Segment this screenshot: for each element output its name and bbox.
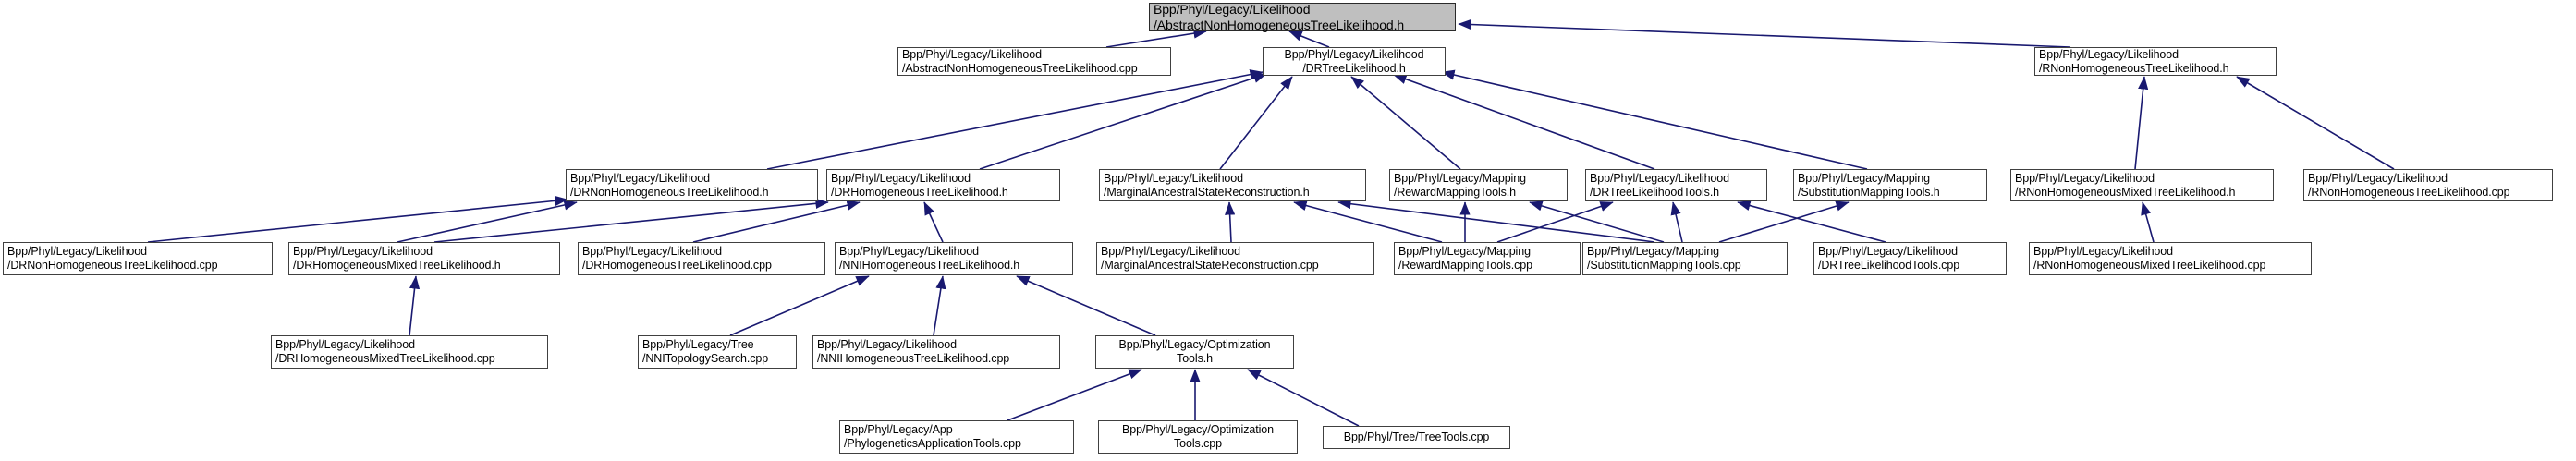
graph-node-label: Bpp/Phyl/Legacy/Likelihood /NNIHomogeneo… [817, 338, 1010, 365]
graph-node[interactable]: Bpp/Phyl/Legacy/Tree /NNITopologySearch.… [638, 335, 797, 369]
dependency-edge [397, 200, 578, 243]
graph-node-label: Bpp/Phyl/Legacy/Mapping /RewardMappingTo… [1394, 171, 1526, 199]
dependency-edge [1337, 199, 1655, 243]
graph-node[interactable]: Bpp/Phyl/Legacy/Optimization Tools.h [1095, 335, 1294, 369]
graph-node-label: Bpp/Phyl/Legacy/Mapping /SubstitutionMap… [1587, 245, 1741, 272]
dependency-edge [1219, 76, 1293, 170]
graph-node[interactable]: Bpp/Phyl/Legacy/Likelihood /MarginalAnce… [1099, 169, 1366, 201]
dependency-edge [1105, 28, 1207, 48]
dependency-edge [1670, 201, 1683, 243]
graph-node-label: Bpp/Phyl/Legacy/Likelihood /AbstractNonH… [1154, 1, 1405, 32]
graph-node-label: Bpp/Phyl/Legacy/Mapping /RewardMappingTo… [1398, 245, 1533, 272]
graph-node-label: Bpp/Phyl/Legacy/Likelihood /DRTreeLikeli… [1818, 245, 1960, 272]
dependency-edge [1529, 200, 1665, 243]
graph-node[interactable]: Bpp/Phyl/Legacy/Likelihood /DRTreeLikeli… [1585, 169, 1767, 201]
graph-node-label: Bpp/Phyl/Legacy/Likelihood /MarginalAnce… [1104, 171, 1310, 199]
dependency-edge [2236, 76, 2395, 170]
graph-node[interactable]: Bpp/Phyl/Legacy/Mapping /RewardMappingTo… [1394, 242, 1581, 275]
graph-node[interactable]: Bpp/Phyl/Legacy/Likelihood /MarginalAnce… [1096, 242, 1374, 275]
graph-node[interactable]: Bpp/Phyl/Legacy/Likelihood /DRTreeLikeli… [1813, 242, 2007, 275]
graph-node[interactable]: Bpp/Phyl/Legacy/Likelihood /DRHomogeneou… [271, 335, 548, 369]
graph-node-label: Bpp/Phyl/Legacy/Likelihood /DRHomogeneou… [293, 245, 501, 272]
dependency-edge [433, 198, 829, 243]
graph-node-root[interactable]: Bpp/Phyl/Legacy/Likelihood /AbstractNonH… [1149, 1, 1456, 32]
graph-node[interactable]: Bpp/Phyl/Legacy/Optimization Tools.cpp [1098, 420, 1298, 454]
dependency-edge [1441, 69, 1868, 170]
graph-node-label: Bpp/Phyl/Legacy/App /PhylogeneticsApplic… [844, 423, 1021, 450]
graph-node[interactable]: Bpp/Phyl/Legacy/App /PhylogeneticsApplic… [839, 420, 1074, 454]
dependency-edge [1247, 369, 1360, 427]
graph-node-label: Bpp/Phyl/Legacy/Likelihood /DRHomogeneou… [275, 338, 495, 365]
dependency-edge [1393, 74, 1655, 170]
graph-node-label: Bpp/Phyl/Legacy/Optimization Tools.h [1118, 338, 1271, 365]
edges-group [147, 18, 2395, 427]
graph-node[interactable]: Bpp/Phyl/Tree/TreeTools.cpp [1323, 426, 1510, 449]
graph-node-label: Bpp/Phyl/Legacy/Likelihood /AbstractNonH… [902, 47, 1138, 75]
dependency-edge [1288, 30, 1330, 48]
dependency-edge [933, 275, 946, 336]
dependency-edge [1458, 18, 2071, 48]
graph-node[interactable]: Bpp/Phyl/Legacy/Mapping /RewardMappingTo… [1389, 169, 1568, 201]
graph-node-label: Bpp/Phyl/Tree/TreeTools.cpp [1343, 431, 1490, 444]
dependency-edge [147, 195, 568, 243]
dependency-edge [1293, 200, 1443, 243]
dependency-edge [1350, 76, 1461, 170]
graph-node[interactable]: Bpp/Phyl/Legacy/Likelihood /DRNonHomogen… [566, 169, 818, 201]
graph-node[interactable]: Bpp/Phyl/Legacy/Likelihood /AbstractNonH… [897, 47, 1171, 76]
graph-node[interactable]: Bpp/Phyl/Legacy/Likelihood /RNonHomogene… [2303, 169, 2553, 201]
dependency-edge [1225, 201, 1236, 243]
dependency-edge [1737, 200, 1886, 243]
graph-node[interactable]: Bpp/Phyl/Legacy/Likelihood /NNIHomogeneo… [812, 335, 1060, 369]
graph-node-label: Bpp/Phyl/Legacy/Likelihood /DRHomogeneou… [831, 171, 1008, 199]
graph-node-label: Bpp/Phyl/Legacy/Likelihood /RNonHomogene… [2039, 47, 2229, 75]
graph-node[interactable]: Bpp/Phyl/Legacy/Mapping /SubstitutionMap… [1793, 169, 1987, 201]
graph-node[interactable]: Bpp/Phyl/Legacy/Likelihood /RNonHomogene… [2010, 169, 2274, 201]
dependency-edge [1496, 201, 1614, 243]
graph-node-label: Bpp/Phyl/Legacy/Likelihood /DRHomogeneou… [582, 245, 772, 272]
graph-node[interactable]: Bpp/Phyl/Legacy/Likelihood /DRHomogeneou… [288, 242, 560, 275]
graph-node[interactable]: Bpp/Phyl/Legacy/Likelihood /DRTreeLikeli… [1263, 47, 1446, 76]
graph-node-label: Bpp/Phyl/Legacy/Tree /NNITopologySearch.… [642, 338, 769, 365]
graph-node[interactable]: Bpp/Phyl/Legacy/Likelihood /DRNonHomogen… [3, 242, 273, 275]
dependency-edge [2141, 201, 2155, 243]
graph-node-label: Bpp/Phyl/Legacy/Likelihood /RNonHomogene… [2015, 171, 2236, 199]
graph-node-label: Bpp/Phyl/Legacy/Likelihood /RNonHomogene… [2308, 171, 2510, 199]
graph-node-label: Bpp/Phyl/Legacy/Likelihood /RNonHomogene… [2033, 245, 2266, 272]
dependency-edge [1007, 369, 1142, 421]
graph-node-label: Bpp/Phyl/Legacy/Likelihood /DRTreeLikeli… [1590, 171, 1729, 199]
graph-node[interactable]: Bpp/Phyl/Legacy/Likelihood /RNonHomogene… [2029, 242, 2312, 275]
graph-node-label: Bpp/Phyl/Legacy/Mapping /SubstitutionMap… [1798, 171, 1940, 199]
graph-node[interactable]: Bpp/Phyl/Legacy/Mapping /SubstitutionMap… [1582, 242, 1788, 275]
dependency-edge [923, 201, 944, 243]
dependency-edge [692, 200, 861, 243]
graph-node[interactable]: Bpp/Phyl/Legacy/Likelihood /RNonHomogene… [2034, 47, 2277, 76]
dependency-edge [766, 69, 1264, 170]
graph-node-label: Bpp/Phyl/Legacy/Likelihood /MarginalAnce… [1101, 245, 1319, 272]
graph-node-label: Bpp/Phyl/Legacy/Likelihood /NNIHomogeneo… [839, 245, 1020, 272]
dependency-edge [2134, 76, 2149, 170]
graph-node[interactable]: Bpp/Phyl/Legacy/Likelihood /DRHomogeneou… [826, 169, 1060, 201]
graph-node[interactable]: Bpp/Phyl/Legacy/Likelihood /DRHomogeneou… [578, 242, 825, 275]
graph-node-label: Bpp/Phyl/Legacy/Likelihood /DRNonHomogen… [570, 171, 769, 199]
dependency-edge [979, 72, 1267, 170]
graph-node-label: Bpp/Phyl/Legacy/Optimization Tools.cpp [1122, 423, 1274, 450]
graph-node-label: Bpp/Phyl/Legacy/Likelihood /DRTreeLikeli… [1284, 47, 1424, 75]
dependency-edge [729, 275, 870, 336]
graph-node[interactable]: Bpp/Phyl/Legacy/Likelihood /NNIHomogeneo… [835, 242, 1073, 275]
dependency-edge [1718, 200, 1850, 243]
dependency-edge [1016, 275, 1156, 336]
dependency-edge [409, 275, 421, 336]
graph-node-label: Bpp/Phyl/Legacy/Likelihood /DRNonHomogen… [7, 245, 218, 272]
